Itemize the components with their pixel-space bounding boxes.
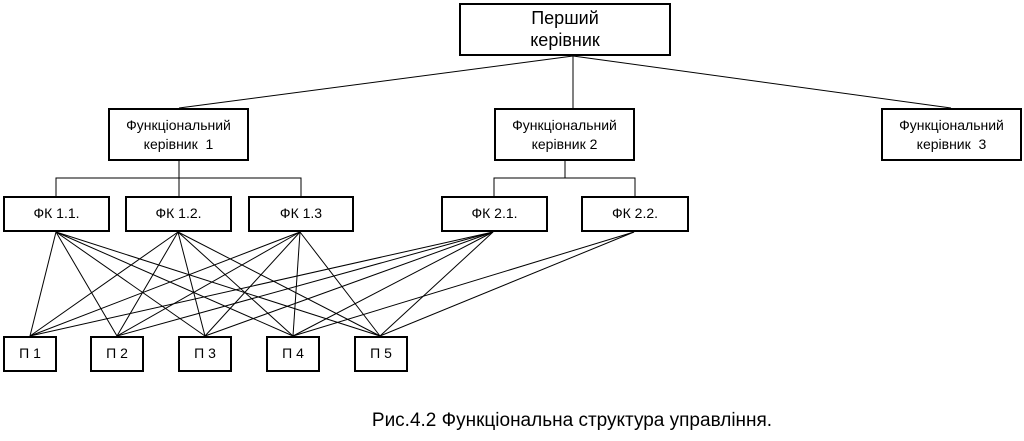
link-fk13-p1 [29, 231, 301, 337]
link-fk12-p1 [29, 231, 179, 337]
node-fk-1-1-label: ФК 1.1. [33, 205, 80, 222]
link-fk12-p4 [177, 231, 294, 337]
node-executor-2: П 2 [90, 336, 144, 372]
node-executor-3-label: П 3 [194, 345, 216, 362]
node-fk-1-2-label: ФК 1.2. [155, 205, 202, 222]
link-fk11-p1 [29, 231, 57, 337]
link-fk13-p3 [204, 231, 301, 337]
link-root-manager-3 [572, 55, 952, 109]
link-fk13-p2 [116, 231, 301, 337]
node-fk-1-1: ФК 1.1. [3, 196, 110, 232]
node-executor-5-label: П 5 [370, 345, 392, 362]
link-fk12-p3 [177, 231, 206, 337]
node-fk-2-2: ФК 2.2. [581, 196, 689, 232]
link-fk21-p5 [379, 231, 494, 337]
link-fk13-p4 [292, 231, 301, 337]
link-manager-2-bracket [493, 177, 636, 196]
node-functional-manager-2: Функціональний керівник 2 [494, 108, 635, 161]
node-executor-4: П 4 [266, 336, 320, 372]
link-root-manager-1 [178, 55, 574, 109]
node-executor-5: П 5 [354, 336, 408, 372]
node-executor-4-label: П 4 [282, 345, 304, 362]
node-functional-manager-2-line2: керівник 2 [531, 135, 598, 152]
node-executor-3: П 3 [178, 336, 232, 372]
node-executor-1-label: П 1 [19, 345, 41, 362]
link-fk21-p3 [204, 231, 494, 337]
node-executor-1: П 1 [3, 336, 57, 372]
node-first-manager-line1: Перший [531, 7, 599, 28]
node-fk-2-1: ФК 2.1. [441, 196, 548, 232]
node-fk-1-2: ФК 1.2. [125, 196, 232, 232]
node-functional-manager-3-line2: керівник 3 [916, 135, 987, 152]
node-fk-1-3-label: ФК 1.3 [279, 205, 323, 222]
node-functional-manager-3: Функціональний керівник 3 [881, 108, 1022, 161]
node-functional-manager-2-line1: Функціональний [512, 117, 617, 134]
node-functional-manager-1-line2: керівник 1 [143, 135, 214, 152]
node-functional-manager-1: Функціональний керівник 1 [108, 108, 249, 161]
link-fk21-p2 [116, 231, 494, 337]
link-fk22-p4 [292, 231, 635, 337]
link-fk21-p1 [29, 231, 494, 337]
node-fk-2-2-label: ФК 2.2. [611, 205, 659, 222]
node-fk-1-3: ФК 1.3 [248, 196, 354, 232]
link-fk11-p3 [55, 231, 206, 337]
link-fk13-p5 [299, 231, 381, 337]
link-fk12-p5 [177, 231, 381, 337]
link-fk11-p2 [55, 231, 118, 337]
node-functional-manager-3-line1: Функціональний [899, 117, 1004, 134]
link-fk21-p4 [292, 231, 494, 337]
node-first-manager-line2: керівник [530, 29, 600, 50]
link-fk22-p5 [379, 231, 635, 337]
node-executor-2-label: П 2 [106, 345, 128, 362]
link-fk12-p2 [116, 231, 179, 337]
figure-caption: Рис.4.2 Функціональна структура управлін… [371, 410, 773, 431]
node-functional-manager-1-line1: Функціональний [126, 117, 231, 134]
node-fk-2-1-label: ФК 2.1. [471, 205, 518, 222]
node-first-manager: Перший керівник [459, 3, 671, 56]
